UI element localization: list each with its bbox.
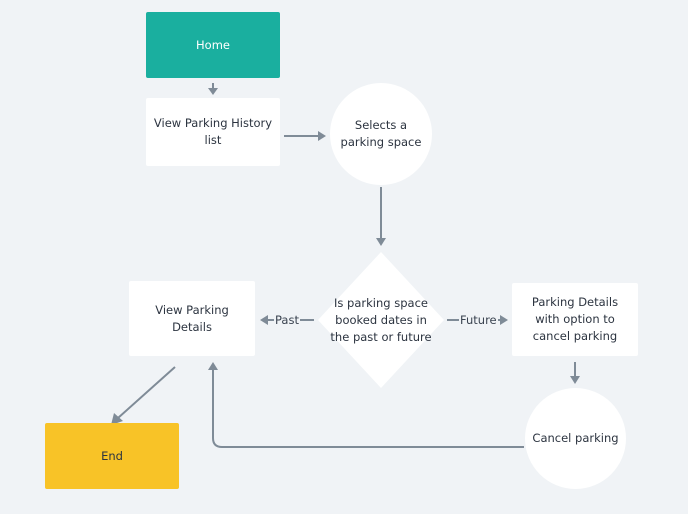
arrowhead-cancel-to-view-details xyxy=(208,362,218,370)
arrowhead-selects-to-decision xyxy=(376,238,386,246)
node-home: Home xyxy=(146,12,280,78)
node-parking-details-cancel: Parking Details with option to cancel pa… xyxy=(512,283,638,356)
edge-label-past: Past xyxy=(274,313,300,327)
arrowhead-decision-to-view-details xyxy=(260,315,268,325)
node-end: End xyxy=(45,423,179,489)
arrowhead-history-to-selects xyxy=(318,131,326,141)
arrowhead-decision-to-details-cancel xyxy=(500,315,508,325)
decision-label: Is parking space booked dates in the pas… xyxy=(330,295,432,344)
decision-diamond xyxy=(318,252,444,388)
node-selects-parking-space: Selects a parking space xyxy=(330,83,432,185)
node-cancel-parking: Cancel parking xyxy=(525,388,626,489)
edge-label-future: Future xyxy=(459,313,498,327)
arrowhead-home-to-history xyxy=(208,88,218,95)
edge-view-details-to-end xyxy=(117,366,176,419)
edge-cancel-to-view-details xyxy=(212,370,524,448)
node-view-parking-history: View Parking History list xyxy=(146,98,280,166)
node-view-parking-details: View Parking Details xyxy=(129,281,255,356)
arrowhead-details-to-cancel xyxy=(570,376,580,384)
arrowhead-view-details-to-end xyxy=(111,413,123,425)
